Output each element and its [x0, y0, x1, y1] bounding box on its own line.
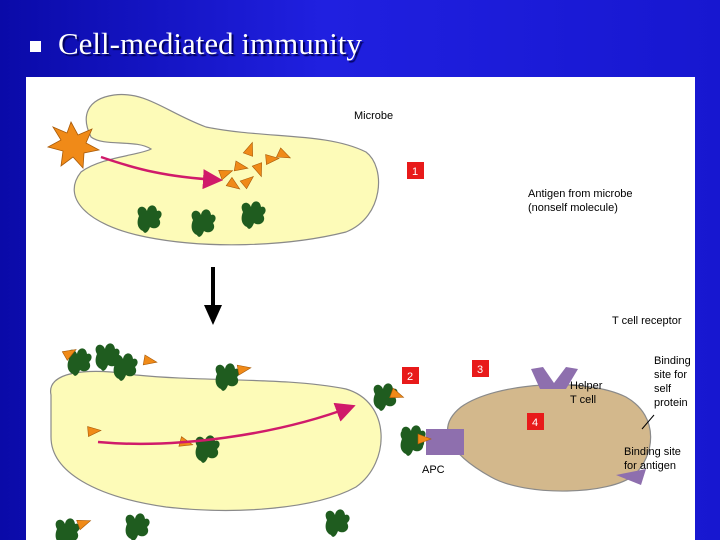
step-4-number: 4: [532, 417, 538, 429]
tcr-apc-binding: [426, 429, 464, 455]
diagram-panel: Microbe 1 Antigen from microbe (nonself …: [26, 77, 695, 540]
step-marker-1: [407, 162, 424, 179]
label-antigen-line1: Antigen from microbe: [528, 188, 633, 200]
label-helper-line2: T cell: [570, 394, 596, 406]
bullet-icon: [30, 41, 41, 52]
label-t-cell-receptor: T cell receptor: [612, 315, 682, 327]
label-antigen-line2: (nonself molecule): [528, 202, 618, 214]
antigen-site-receptor: [616, 469, 646, 485]
label-self-line3: self: [654, 383, 672, 395]
label-self-line4: protein: [654, 397, 688, 409]
label-apc: APC: [422, 464, 445, 476]
label-antigen-site-line1: Binding site: [624, 446, 681, 458]
label-helper-line1: Helper: [570, 380, 603, 392]
step-marker-3: [472, 360, 489, 377]
self-site-pointer: [641, 414, 655, 430]
label-self-line2: site for: [654, 369, 687, 381]
step-3-number: 3: [477, 364, 483, 376]
down-arrow: [204, 267, 222, 325]
slide-title: Cell-mediated immunity: [58, 26, 362, 61]
step-marker-2: [402, 367, 419, 384]
microbe-star: [46, 121, 101, 169]
t-cell-receptor: [531, 367, 578, 389]
apc-cell-upper: [73, 93, 380, 246]
step-2-number: 2: [407, 371, 413, 383]
label-antigen-site-line2: for antigen: [624, 460, 676, 472]
transport-arrow: [97, 402, 356, 446]
engulf-arrow: [100, 155, 223, 190]
step-marker-4: [527, 413, 544, 430]
label-self-line1: Binding: [654, 355, 691, 367]
diagram-svg: Microbe 1 Antigen from microbe (nonself …: [46, 93, 691, 540]
label-microbe: Microbe: [354, 110, 393, 122]
step-1-number: 1: [412, 166, 418, 178]
